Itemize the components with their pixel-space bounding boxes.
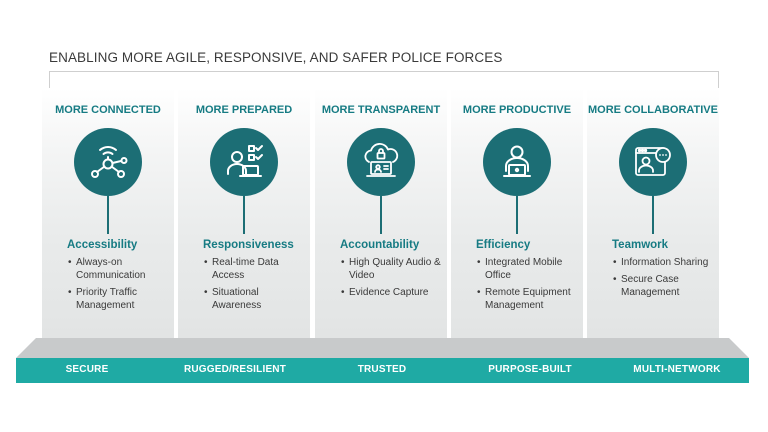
bullet-item: Secure Case Management bbox=[613, 273, 719, 299]
bullet-list: Integrated Mobile Office Remote Equipmen… bbox=[477, 256, 583, 316]
pillar-prepared: MORE PREPARED Responsiveness Real-time D… bbox=[178, 88, 310, 338]
connector-stem bbox=[380, 196, 382, 234]
pillar-title: MORE TRANSPARENT bbox=[321, 104, 441, 116]
cloud-secure-laptop-icon bbox=[364, 143, 399, 177]
icon-circle bbox=[74, 128, 142, 196]
pillar-title: MORE PRODUCTIVE bbox=[462, 104, 572, 116]
chat-window-icon bbox=[635, 147, 671, 176]
connector-stem bbox=[107, 196, 109, 234]
bullet-item: Priority Traffic Management bbox=[68, 286, 174, 312]
icon-circle bbox=[483, 128, 551, 196]
main-title: ENABLING MORE AGILE, RESPONSIVE, AND SAF… bbox=[49, 50, 503, 65]
pillar-title: MORE PREPARED bbox=[195, 104, 293, 116]
foundation-platform bbox=[16, 338, 749, 358]
foundation-label: SECURE bbox=[65, 364, 109, 375]
user-laptop-icon bbox=[503, 145, 531, 177]
bullet-item: High Quality Audio & Video bbox=[341, 256, 447, 282]
icon-circle bbox=[347, 128, 415, 196]
foundation-label: PURPOSE-BUILT bbox=[488, 364, 572, 375]
pillar-title: MORE CONNECTED bbox=[55, 104, 161, 116]
bullet-item: Always-on Communication bbox=[68, 256, 174, 282]
icon-circle bbox=[210, 128, 278, 196]
pillar-transparent: MORE TRANSPARENT Accountability High Qua… bbox=[315, 88, 447, 338]
network-hub-icon bbox=[91, 146, 128, 178]
title-bracket bbox=[49, 71, 719, 88]
bullet-item: Real-time Data Access bbox=[204, 256, 310, 282]
icon-circle bbox=[619, 128, 687, 196]
category-label: Efficiency bbox=[476, 239, 531, 251]
connector-stem bbox=[243, 196, 245, 234]
pillar-title: MORE COLLABORATIVE bbox=[588, 104, 718, 116]
pillar-productive: MORE PRODUCTIVE Efficiency Integrated Mo… bbox=[451, 88, 583, 338]
user-checklist-icon bbox=[227, 145, 263, 177]
bullet-list: Always-on Communication Priority Traffic… bbox=[68, 256, 174, 316]
bullet-item: Situational Awareness bbox=[204, 286, 310, 312]
bullet-item: Integrated Mobile Office bbox=[477, 256, 583, 282]
connector-stem bbox=[652, 196, 654, 234]
foundation-label: RUGGED/RESILIENT bbox=[183, 364, 287, 375]
foundation-label: MULTI-NETWORK bbox=[633, 364, 721, 375]
category-label: Accessibility bbox=[67, 239, 138, 251]
pillar-collaborative: MORE COLLABORATIVE Teamwork Information … bbox=[587, 88, 719, 338]
bullet-item: Information Sharing bbox=[613, 256, 719, 269]
bullet-list: High Quality Audio & Video Evidence Capt… bbox=[341, 256, 447, 303]
category-label: Accountability bbox=[340, 239, 420, 251]
bullet-item: Evidence Capture bbox=[341, 286, 447, 299]
bullet-list: Real-time Data Access Situational Awaren… bbox=[204, 256, 310, 316]
connector-stem bbox=[516, 196, 518, 234]
foundation-label: TRUSTED bbox=[357, 364, 407, 375]
bullet-item: Remote Equipment Management bbox=[477, 286, 583, 312]
bullet-list: Information Sharing Secure Case Manageme… bbox=[613, 256, 719, 303]
foundation-bar: SECURE RUGGED/RESILIENT TRUSTED PURPOSE-… bbox=[16, 358, 749, 383]
category-label: Responsiveness bbox=[203, 239, 294, 251]
category-label: Teamwork bbox=[612, 239, 669, 251]
pillar-connected: MORE CONNECTED Accessibility Always-on C… bbox=[42, 88, 174, 338]
